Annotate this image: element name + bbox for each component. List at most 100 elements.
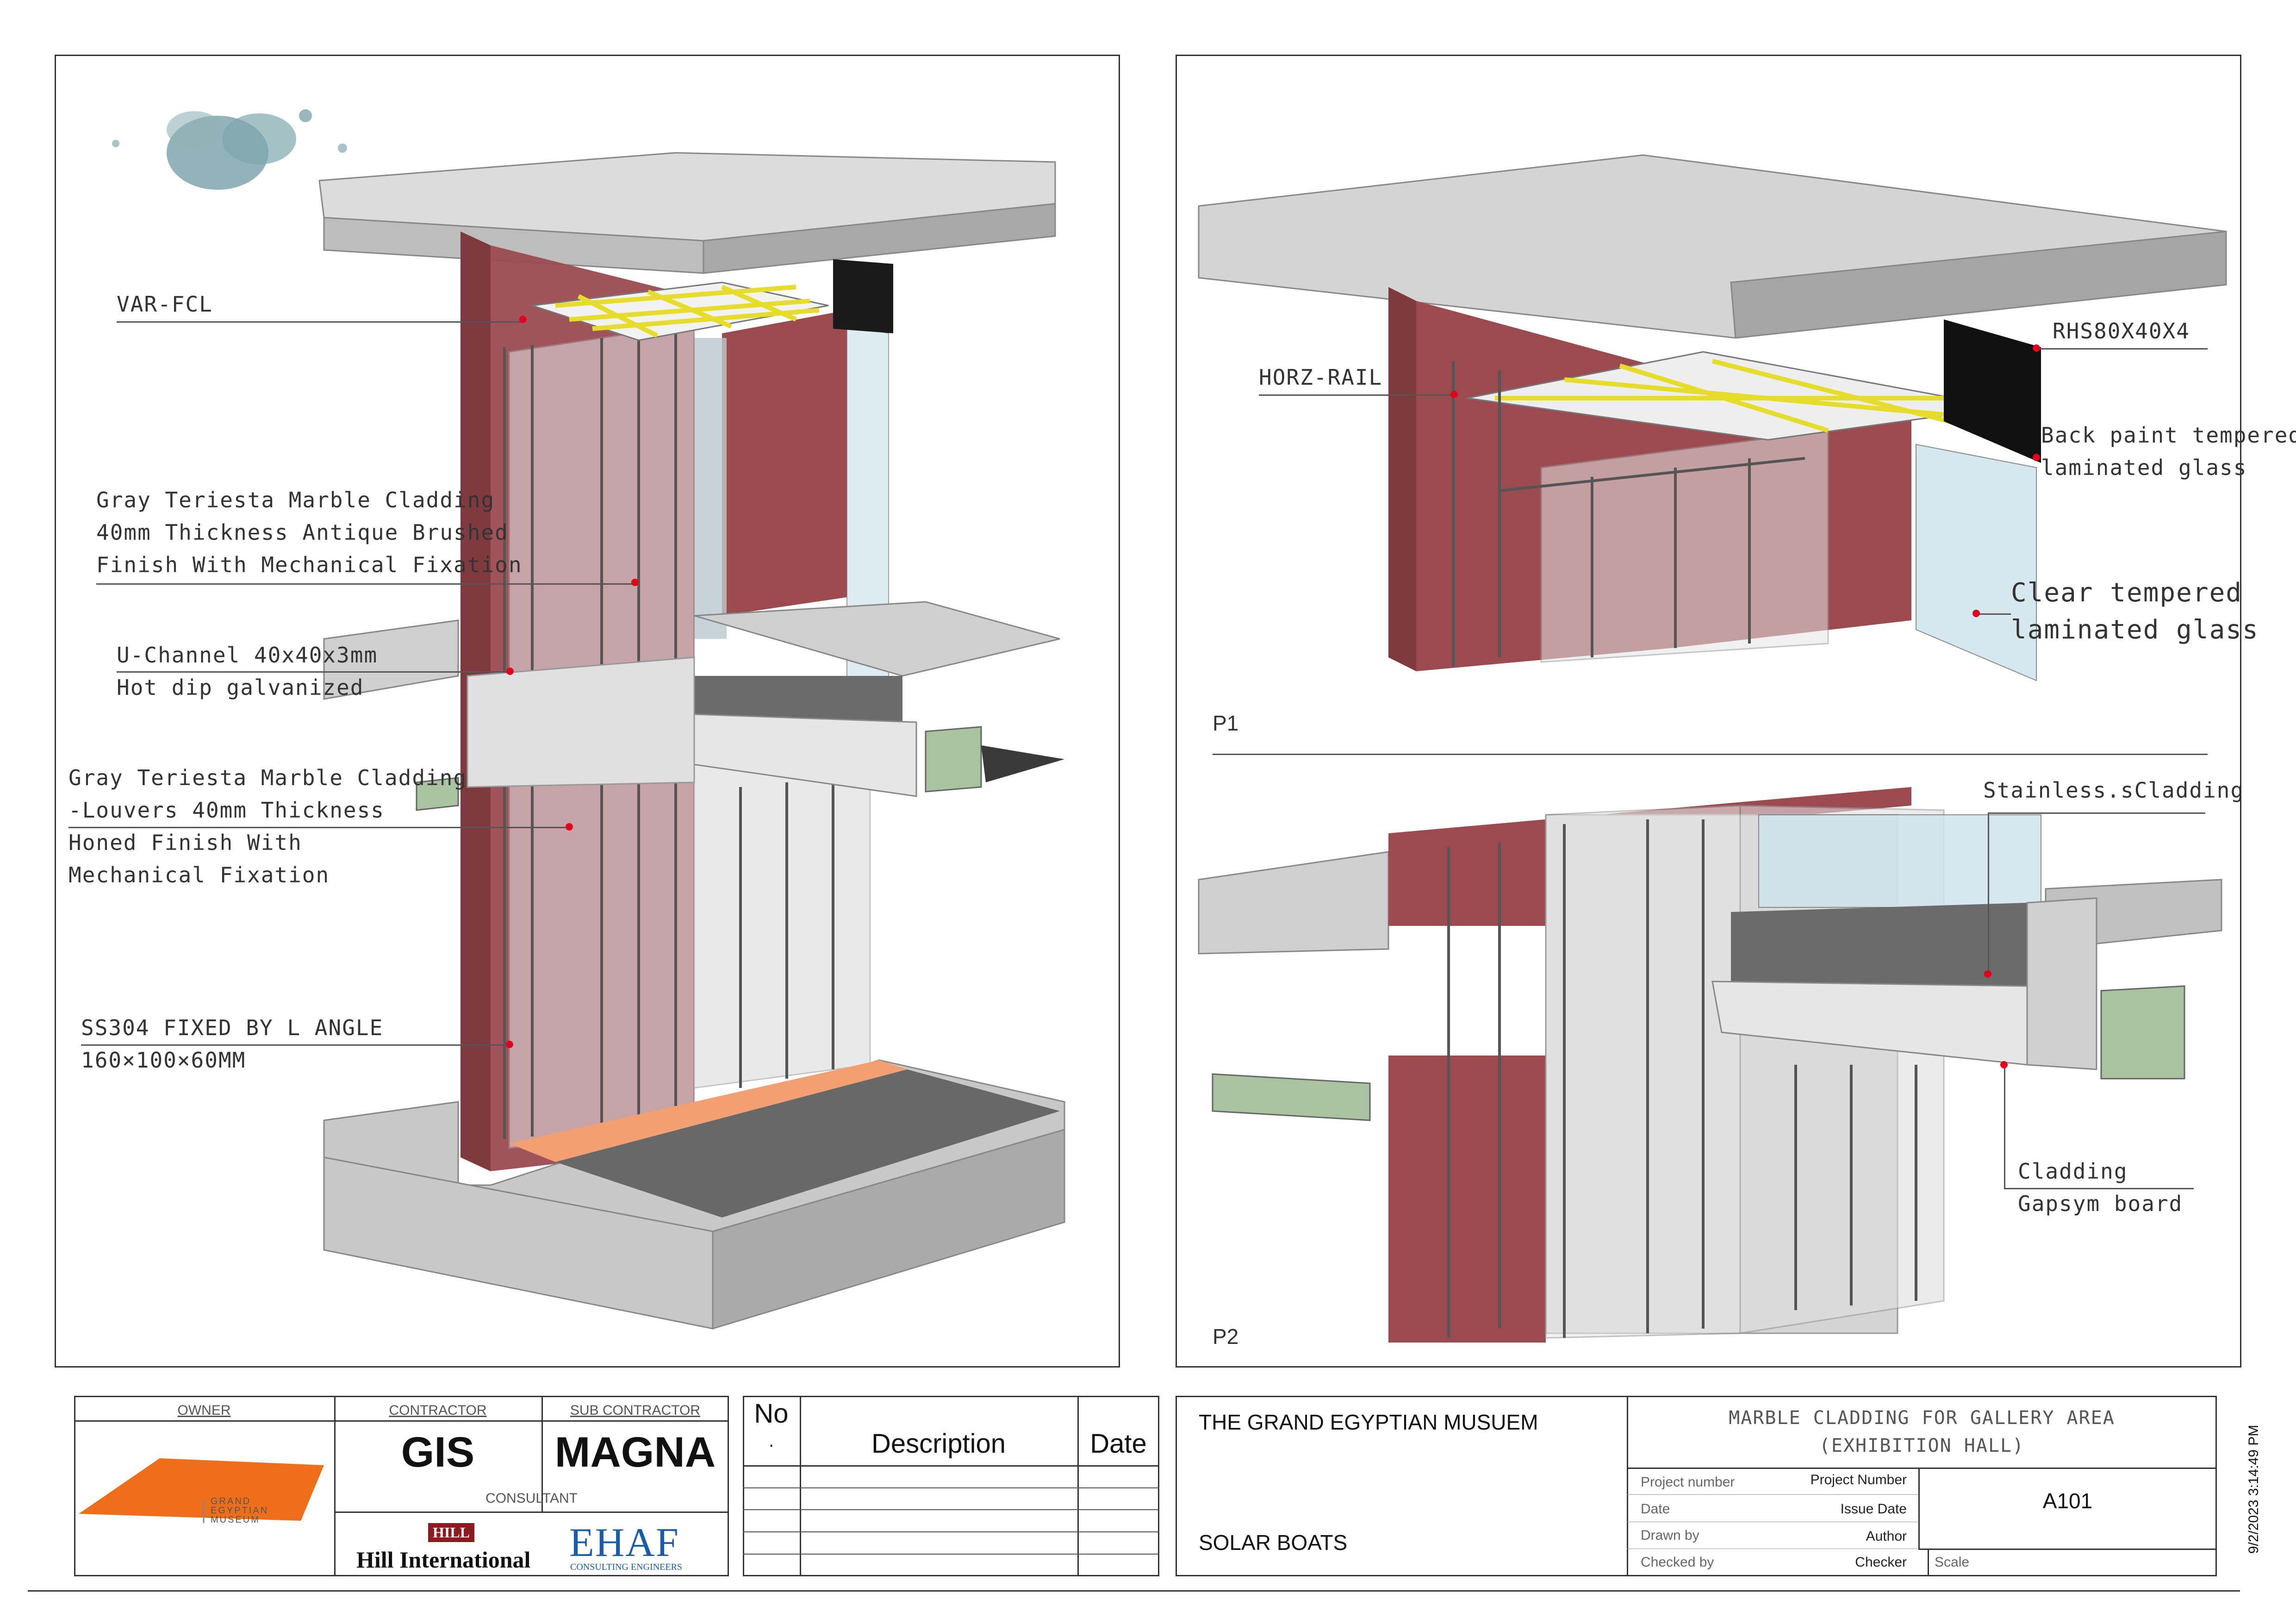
label-horz-rail: HORZ-RAIL xyxy=(1259,365,1383,390)
label-rhs: RHS80X40X4 xyxy=(2053,319,2190,344)
leader-dot-rhs xyxy=(2033,344,2040,352)
leader-louvers xyxy=(68,827,568,828)
leader-dot-louvers xyxy=(566,823,573,831)
label-ss304-line1: SS304 FIXED BY L ANGLE xyxy=(81,1015,384,1040)
hill-name: Hill International xyxy=(356,1547,531,1573)
leader-cladding-40mm xyxy=(96,583,634,585)
leader-dot-stainless xyxy=(1984,970,1991,978)
ehaf-logo: EHAF xyxy=(569,1520,679,1565)
sub-contractor-name: MAGNA xyxy=(554,1429,716,1476)
p1-clear-glass xyxy=(1916,443,2037,681)
leader-u-channel xyxy=(117,671,510,673)
leader-dot-horz-rail xyxy=(1450,391,1458,398)
scale-divider xyxy=(1928,1549,1929,1576)
hill-logo: HILL xyxy=(428,1523,475,1542)
contractor-header: CONTRACTOR xyxy=(389,1403,487,1418)
p1-ceiling-grid xyxy=(1467,351,2004,441)
leader-gapsym-vertical xyxy=(2004,1065,2005,1188)
revision-table xyxy=(743,1396,1159,1576)
leader-dot-ss304 xyxy=(506,1041,513,1048)
owner-logo-line1: GRAND xyxy=(211,1496,251,1506)
revision-col-1 xyxy=(800,1396,801,1576)
label-back-paint-line2: laminated glass xyxy=(2041,455,2247,480)
leader-dot-gapsym xyxy=(2000,1061,2008,1068)
label-u-channel-line1: U-Channel 40x40x3mm xyxy=(117,643,378,668)
label-back-paint-line1: Back paint tempered xyxy=(2041,423,2296,448)
revision-row-2 xyxy=(743,1487,1159,1488)
left-mid-slab xyxy=(323,601,1060,797)
meta-key-project-number: Project number xyxy=(1641,1474,1735,1490)
project-info-divider xyxy=(1627,1396,1628,1576)
leader-dot-back-paint xyxy=(2033,454,2040,461)
p2-green-channel xyxy=(1212,985,2185,1121)
leader-horz-rail xyxy=(1259,394,1453,396)
leader-var-fcl xyxy=(117,321,522,323)
label-clear-glass-line2: laminated glass xyxy=(2011,615,2259,645)
p1-divider xyxy=(1213,754,2208,755)
meta-value-project-number: Project Number xyxy=(1810,1472,1907,1487)
right-detail-panel xyxy=(1176,55,2241,1368)
p1-black-glass xyxy=(1944,319,2041,463)
title-block-parties xyxy=(74,1396,729,1576)
left-base-slab xyxy=(323,1059,1065,1330)
label-louvers-line3: Honed Finish With xyxy=(68,830,302,855)
label-u-channel-line2: Hot dip galvanized xyxy=(117,675,364,700)
consultant-header: CONSULTANT xyxy=(485,1491,578,1506)
leader-stainless-vertical xyxy=(1988,812,1989,972)
project-title: THE GRAND EGYPTIAN MUSUEM xyxy=(1199,1410,1538,1434)
left-top-slab xyxy=(318,152,1056,274)
p2-stainless-beam xyxy=(1711,897,2097,1070)
revision-row-5 xyxy=(743,1554,1159,1555)
leader-dot-var-fcl xyxy=(519,316,527,323)
consultant-rule xyxy=(334,1512,729,1513)
project-subtitle: SOLAR BOATS xyxy=(1199,1530,1348,1555)
leader-ss304 xyxy=(81,1044,510,1046)
view-label-p1: P1 xyxy=(1213,711,1239,735)
left-detail-panel xyxy=(55,55,1120,1368)
scale-label: Scale xyxy=(1935,1555,1970,1570)
label-louvers-line1: Gray Teriesta Marble Cladding xyxy=(68,765,467,790)
owner-header: OWNER xyxy=(177,1403,231,1418)
project-info-rule xyxy=(1627,1468,2217,1469)
contractor-name: GIS xyxy=(401,1429,475,1476)
leader-dot-cladding-40mm xyxy=(631,579,639,586)
meta-value-drawn-by: Author xyxy=(1866,1529,1907,1544)
revision-row-1 xyxy=(743,1465,1159,1467)
owner-logo-line2: EGYPTIAN xyxy=(211,1505,269,1516)
label-cladding-40mm-line2: 40mm Thickness Antique Brushed xyxy=(96,520,509,545)
watercolor-splash xyxy=(112,109,347,190)
sheet-number: A101 xyxy=(2042,1489,2093,1513)
leader-dot-clear-glass xyxy=(1972,610,1980,617)
revision-col-2 xyxy=(1077,1396,1079,1576)
meta-key-drawn-by: Drawn by xyxy=(1641,1528,1699,1543)
sheet-title-line2: (EXHIBITION HALL) xyxy=(1819,1435,2025,1456)
label-clear-glass-line1: Clear tempered xyxy=(2011,578,2243,608)
label-cladding-40mm-line1: Gray Teriesta Marble Cladding xyxy=(96,487,495,512)
ehaf-subtitle: CONSULTING ENGINEERS xyxy=(570,1562,683,1572)
meta-key-checked-by: Checked by xyxy=(1641,1555,1714,1570)
label-gapsym-line1: Cladding xyxy=(2018,1159,2128,1184)
sheet-number-divider xyxy=(1918,1468,1920,1549)
left-green-channel xyxy=(416,726,1064,811)
meta-key-date: Date xyxy=(1641,1501,1670,1517)
meta-row-1 xyxy=(1627,1494,1918,1495)
print-timestamp: 9/2/2023 3:14:49 PM xyxy=(2246,1424,2261,1554)
revision-no-header: No xyxy=(754,1399,789,1429)
leader-dot-u-channel xyxy=(506,668,514,675)
parties-divider-1 xyxy=(334,1396,336,1576)
view-label-p2: P2 xyxy=(1213,1324,1239,1349)
label-louvers-line4: Mechanical Fixation xyxy=(68,862,330,887)
leader-rhs xyxy=(2036,348,2208,350)
p1-vertical-rails xyxy=(1452,361,1805,667)
p1-top-slab xyxy=(1198,154,2227,339)
revision-row-3 xyxy=(743,1509,1159,1510)
revision-no-dot: . xyxy=(768,1430,774,1451)
leader-stainless xyxy=(1988,812,2205,814)
sheet-bottom-rule xyxy=(28,1590,2240,1592)
label-louvers-line2: -Louvers 40mm Thickness xyxy=(68,798,385,823)
revision-description-header: Description xyxy=(871,1429,1006,1459)
sub-contractor-header: SUB CONTRACTOR xyxy=(570,1403,701,1418)
meta-value-checked-by: Checker xyxy=(1855,1555,1907,1570)
parties-divider-2 xyxy=(541,1396,543,1512)
